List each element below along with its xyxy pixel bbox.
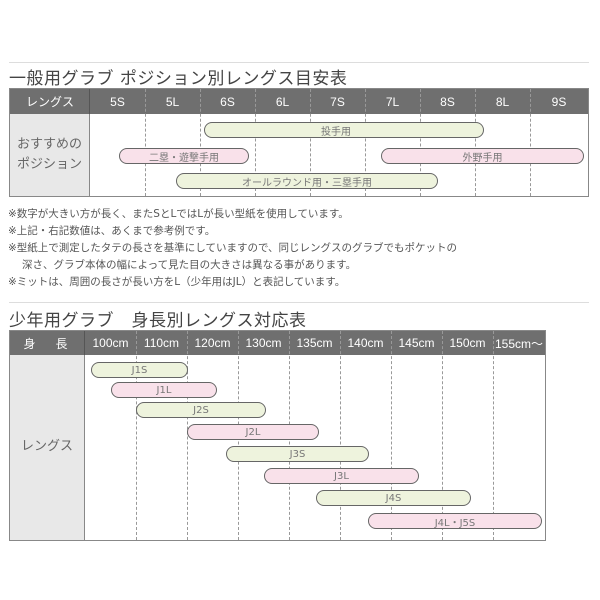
bar-second-short: 二塁・遊撃手用 xyxy=(119,148,249,164)
bar-pitcher: 投手用 xyxy=(204,122,484,138)
gridline xyxy=(391,331,392,540)
col-header: 6L xyxy=(275,94,290,109)
gridline xyxy=(136,331,137,540)
col-header: 6S xyxy=(220,94,235,109)
gridline xyxy=(420,89,421,196)
bar-j4s: J4S xyxy=(316,490,471,506)
col-header: 120cm xyxy=(194,336,231,350)
col-header: 9S xyxy=(551,94,567,109)
col-header: 5L xyxy=(165,94,180,109)
gridline xyxy=(255,89,256,196)
col-header: 5S xyxy=(110,94,125,109)
adult-length-table: レングス 5S 5L 6S 6L 7S 7L 8S 8L 9S おすすめの ポジ… xyxy=(9,88,589,197)
note-line: ※上記・右記数値は、あくまで参考例です。 xyxy=(8,225,216,237)
col-header: 130cm xyxy=(245,336,282,350)
col-header: 155cm～ xyxy=(494,336,544,351)
youth-length-table: 身 長 100cm 110cm 120cm 130cm 135cm 140cm … xyxy=(9,330,546,541)
youth-chart-title: 少年用グラブ 身長別レングス対応表 xyxy=(9,311,307,331)
header-label: レングス xyxy=(25,95,74,109)
col-header: 145cm xyxy=(398,336,435,350)
row-label: レングス xyxy=(10,355,85,540)
header-divider xyxy=(89,89,90,114)
gridline xyxy=(310,89,311,196)
col-header: 100cm xyxy=(92,336,129,350)
title-underline xyxy=(9,302,589,303)
adult-table-header: レングス 5S 5L 6S 6L 7S 7L 8S 8L 9S xyxy=(10,89,588,114)
gridline xyxy=(475,89,476,196)
note-line: 深さ、グラブ本体の幅によって見た目の大きさは異なる事があります。 xyxy=(22,259,357,271)
bar-j4l-j5s: J4L・J5S xyxy=(368,513,542,529)
note-line: ※型紙上で測定したタテの長さを基準にしていますので、同じレングスのグラブでもポケ… xyxy=(8,242,458,254)
adult-chart-title: 一般用グラブ ポジション別レングス目安表 xyxy=(9,69,348,89)
row-label: おすすめの ポジション xyxy=(10,114,90,196)
gridline xyxy=(340,331,341,540)
header-label: 身 長 xyxy=(23,336,72,351)
bar-j1l: J1L xyxy=(111,382,217,398)
bar-j1s: J1S xyxy=(91,362,188,378)
bar-j3l: J3L xyxy=(264,468,419,484)
col-header: 7S xyxy=(330,94,345,109)
header-divider xyxy=(84,331,85,355)
col-header: 110cm xyxy=(143,336,180,350)
gridline xyxy=(365,89,366,196)
bar-j2l: J2L xyxy=(187,424,319,440)
youth-table-header: 身 長 100cm 110cm 120cm 130cm 135cm 140cm … xyxy=(10,331,545,355)
notes: ※数字が大きい方が長く、またSとLではLが長い型紙を使用しています。 ※上記・右… xyxy=(8,206,457,291)
bar-j3s: J3S xyxy=(226,446,369,462)
col-header: 140cm xyxy=(347,336,384,350)
col-header: 150cm xyxy=(449,336,486,350)
gridline xyxy=(200,89,201,196)
gridline xyxy=(530,89,531,196)
bar-allround-third: オールラウンド用・三塁手用 xyxy=(176,173,438,189)
note-line: ※数字が大きい方が長く、またSとLではLが長い型紙を使用しています。 xyxy=(8,208,349,220)
gridline xyxy=(493,331,494,540)
title-underline xyxy=(9,62,589,63)
bar-j2s: J2S xyxy=(136,402,266,418)
bar-outfield: 外野手用 xyxy=(381,148,584,164)
col-header: 8S xyxy=(440,94,455,109)
col-header: 8L xyxy=(495,94,510,109)
gridline xyxy=(442,331,443,540)
col-header: 135cm xyxy=(296,336,333,350)
gridline xyxy=(145,89,146,196)
note-line: ※ミットは、周囲の長さが長い方をL（少年用はJL）と表記しています。 xyxy=(8,276,346,288)
col-header: 7L xyxy=(385,94,400,109)
